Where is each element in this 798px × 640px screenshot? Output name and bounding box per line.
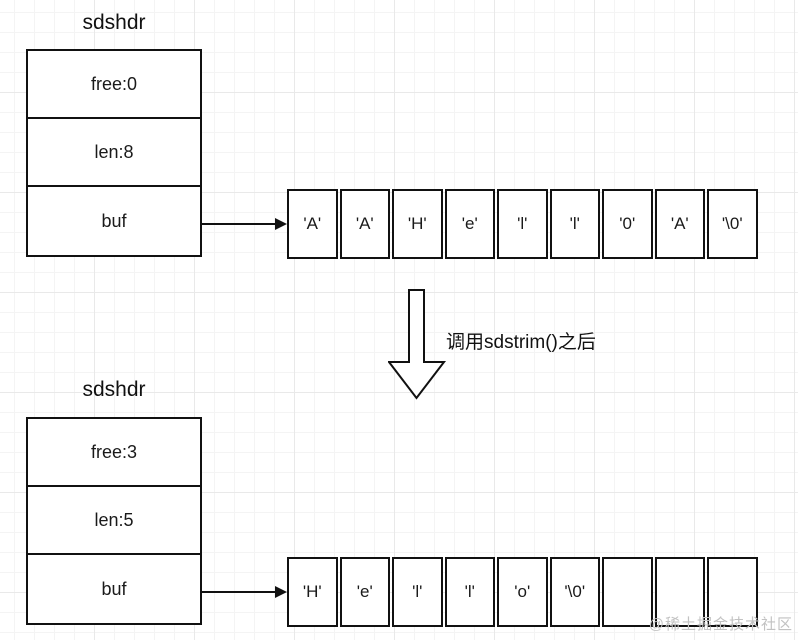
after-struct-title: sdshdr xyxy=(82,378,146,401)
buffer-cell: '0' xyxy=(602,189,653,259)
buffer-cell xyxy=(707,557,758,627)
buffer-cell: 'H' xyxy=(287,557,338,627)
watermark: @稀土掘金技术社区 xyxy=(648,616,793,633)
before-struct-title: sdshdr xyxy=(82,11,146,34)
buffer-cell: 'e' xyxy=(444,189,495,259)
before-field-len: len:8 xyxy=(28,119,200,187)
buffer-cell: 'e' xyxy=(339,557,390,627)
before-buf-arrow-right-icon xyxy=(202,218,287,230)
buffer-cell: 'l' xyxy=(444,557,495,627)
buffer-cell: 'A' xyxy=(654,189,705,259)
buffer-cell xyxy=(654,557,705,627)
buffer-cell: 'o' xyxy=(497,557,548,627)
before-buffer-array: 'A' 'A' 'H' 'e' 'l' 'l' '0' 'A' '\0' xyxy=(287,189,758,259)
buffer-cell xyxy=(602,557,653,627)
buffer-cell: '\0' xyxy=(707,189,758,259)
before-field-buf: buf xyxy=(28,187,200,255)
after-buf-arrow-right-icon xyxy=(202,586,287,598)
buffer-cell: 'A' xyxy=(339,189,390,259)
after-buffer-array: 'H' 'e' 'l' 'l' 'o' '\0' xyxy=(287,557,758,627)
transition-arrow-down-icon xyxy=(388,289,447,400)
buffer-cell: 'H' xyxy=(392,189,443,259)
before-struct-box: free:0 len:8 buf xyxy=(26,49,202,257)
after-field-len: len:5 xyxy=(28,487,200,555)
before-field-free: free:0 xyxy=(28,51,200,119)
buffer-cell: '\0' xyxy=(549,557,600,627)
transition-label: 调用sdstrim()之后 xyxy=(446,332,596,353)
buffer-cell: 'A' xyxy=(287,189,338,259)
buffer-cell: 'l' xyxy=(549,189,600,259)
after-field-buf: buf xyxy=(28,555,200,623)
buffer-cell: 'l' xyxy=(392,557,443,627)
after-field-free: free:3 xyxy=(28,419,200,487)
buffer-cell: 'l' xyxy=(497,189,548,259)
after-struct-box: free:3 len:5 buf xyxy=(26,417,202,625)
